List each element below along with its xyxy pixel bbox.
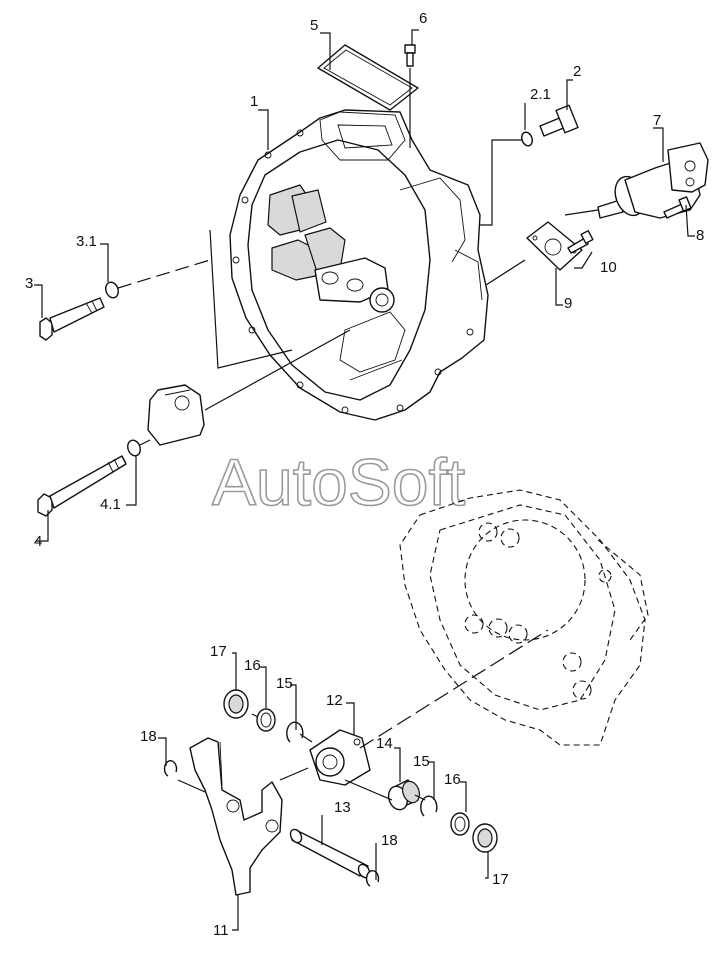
snap-ring-15-left [286,721,304,743]
callout-9: 9 [564,295,572,312]
bushing-12 [309,729,371,786]
callout-3: 3 [25,275,33,292]
callout-12: 12 [326,692,343,709]
screw-10 [567,230,594,254]
clip-18-right [365,870,380,887]
shift-fork [189,737,283,896]
callout-4: 4 [34,533,42,550]
callout-7: 7 [653,112,661,129]
clutch-actuator [597,142,709,219]
callout-14: 14 [376,735,393,752]
callout-16-left: 16 [244,657,261,674]
clutch-housing [229,109,489,421]
bolt-3 [39,297,105,341]
callout-17-right: 17 [492,871,509,888]
callout-18-right: 18 [381,832,398,849]
callout-10: 10 [600,259,617,276]
callout-2-1: 2.1 [530,86,551,103]
leader-lines [34,29,695,931]
callout-15-left: 15 [276,675,293,692]
screw-6 [404,44,416,67]
callout-6: 6 [419,10,427,27]
callout-5: 5 [310,17,318,34]
snap-ring-15-right [420,795,438,817]
washer-3-1 [105,281,119,299]
watermark-text: AutoSoft [212,445,465,519]
callout-2: 2 [573,63,581,80]
seal-17-right [472,823,498,853]
washer-4-1 [127,439,141,457]
bolt-2 [539,104,579,137]
callout-17-left: 17 [210,643,227,660]
callout-18-left: 18 [140,728,157,745]
callout-15-right: 15 [413,753,430,770]
cover-plate [317,44,419,111]
seal-17-left [223,689,249,719]
ring-16-right [450,812,470,836]
callout-8: 8 [696,227,704,244]
shaft-pin-13 [289,828,371,879]
assembly-lines [117,68,599,801]
callouts: 1 2 2.1 3 3.1 4 4.1 5 6 7 8 9 10 11 12 1… [25,10,704,939]
reference-housing-dashed [399,489,649,746]
callout-3-1: 3.1 [76,233,97,250]
callout-13: 13 [334,799,351,816]
spacer-14 [387,779,421,811]
callout-16-right: 16 [444,771,461,788]
clip-18-left [163,760,178,777]
callout-4-1: 4.1 [100,496,121,513]
bolt-8 [663,196,692,219]
ring-16-left [256,708,276,732]
bracket [147,384,205,446]
callout-1: 1 [250,93,258,110]
washer-2-1 [521,131,533,147]
callout-11: 11 [213,922,229,939]
